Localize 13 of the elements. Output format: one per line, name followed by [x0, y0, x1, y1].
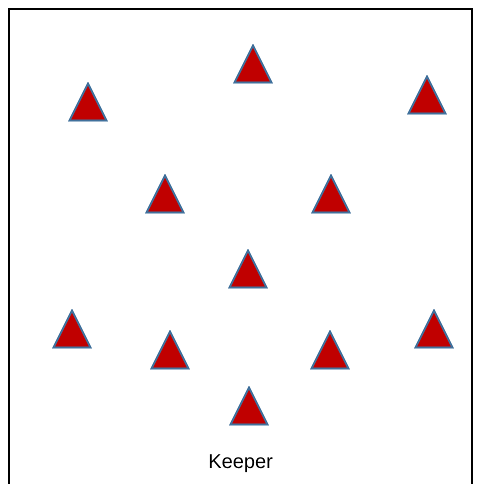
field-frame — [8, 8, 473, 484]
triangle-marker — [310, 330, 350, 370]
triangle-marker — [233, 44, 273, 84]
field-label: Keeper — [207, 451, 274, 474]
triangle-marker — [68, 82, 108, 122]
triangle-marker — [229, 386, 269, 426]
triangle-marker — [52, 309, 92, 349]
triangle-marker — [150, 330, 190, 370]
triangle-marker — [228, 249, 268, 289]
triangle-marker — [145, 174, 185, 214]
triangle-marker — [414, 309, 454, 349]
triangle-marker — [311, 174, 351, 214]
triangle-marker — [407, 75, 447, 115]
